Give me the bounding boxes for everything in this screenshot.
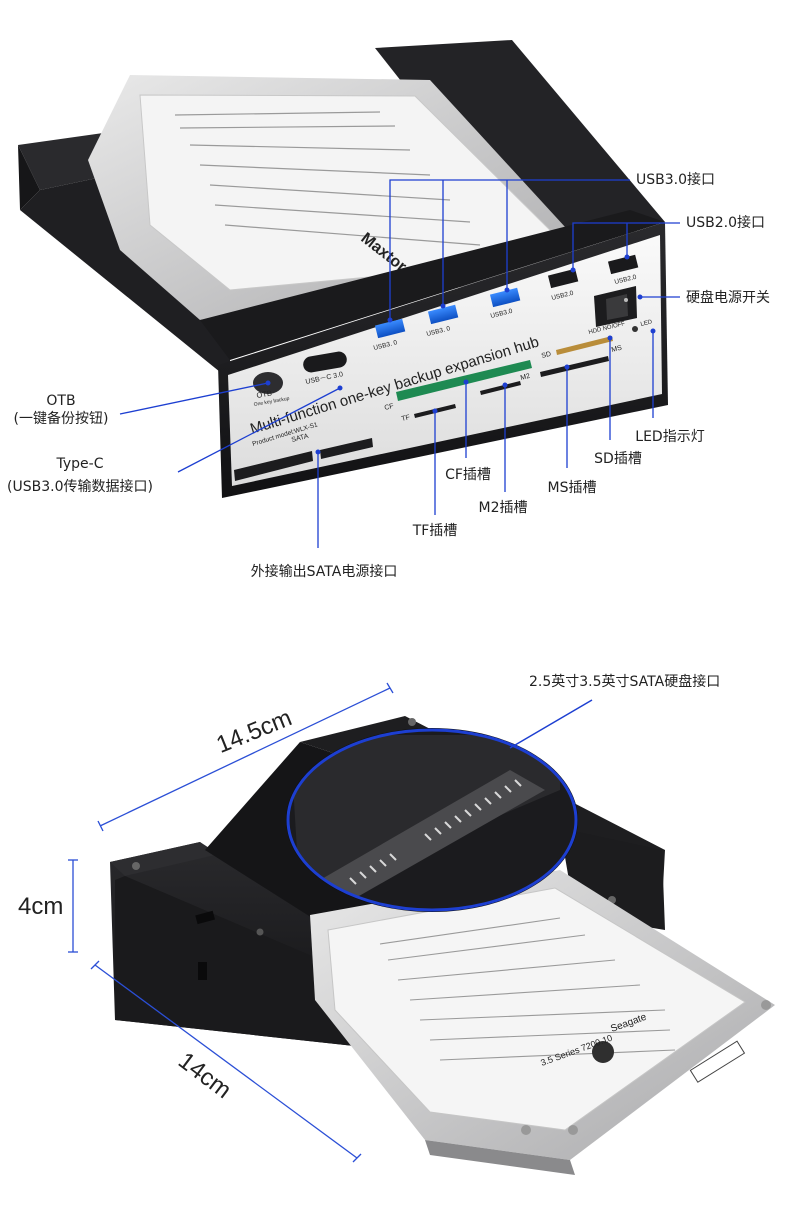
callout-typec-desc: (USB3.0传输数据接口) (7, 479, 153, 495)
callout-sd: SD插槽 (594, 451, 642, 467)
disk-label-lines (174, 111, 481, 246)
led-indicator (632, 326, 638, 332)
callout-hdd-power: 硬盘电源开关 (686, 290, 770, 306)
seagate-logo-icon (592, 1041, 614, 1063)
dimension-height: 4cm (18, 893, 64, 920)
callout-typec: Type-C (56, 456, 104, 472)
usb3-port-2 (427, 304, 459, 325)
sd-slot (556, 336, 613, 355)
m2-slot (480, 381, 521, 395)
callout-otb: OTB (46, 393, 76, 409)
sata-port-2 (320, 438, 373, 459)
usb2-port-1 (547, 268, 579, 289)
ms-slot (540, 356, 609, 377)
label-sd: SD (541, 351, 552, 360)
label-tf: TF (401, 414, 411, 423)
barcode (689, 1040, 746, 1083)
label-otb: OTB (256, 388, 273, 400)
callout-tf: TF插槽 (412, 523, 458, 539)
callout-sata-in: 2.5英寸3.5英寸SATA硬盘接口 (529, 674, 721, 690)
bottom-hard-disk: 3.5 Series 7200.10 Seagate (310, 870, 775, 1175)
callout-cf: CF插槽 (445, 467, 491, 483)
callout-sata-out: 外接输出SATA电源接口 (250, 564, 398, 580)
callout-led: LED指示灯 (635, 429, 705, 445)
dimension-lines (68, 682, 394, 1163)
label-sata: SATA (291, 433, 310, 444)
sata-port-1 (234, 451, 313, 481)
usb2-port-2 (607, 254, 639, 275)
callout-usb3: USB3.0接口 (636, 172, 716, 188)
usbc-port (303, 351, 347, 373)
usb3-port-3 (489, 287, 521, 308)
connector-magnifier (286, 728, 578, 912)
enclosure-front (218, 222, 668, 498)
usb3-port-1 (374, 318, 406, 339)
callout-ms: MS插槽 (547, 480, 597, 496)
callout-otb-desc: (一键备份按钮) (13, 411, 109, 427)
label-cf: CF (384, 403, 395, 412)
sata-in-leader (509, 699, 593, 749)
faceplate (228, 235, 662, 486)
callout-usb2: USB2.0接口 (686, 215, 766, 231)
callout-lines (119, 179, 680, 548)
label-ms: MS (611, 345, 623, 354)
label-led: LED (640, 319, 653, 328)
callout-dots (265, 254, 656, 455)
label-m2: M2 (520, 373, 531, 382)
callout-m2: M2插槽 (478, 500, 528, 516)
